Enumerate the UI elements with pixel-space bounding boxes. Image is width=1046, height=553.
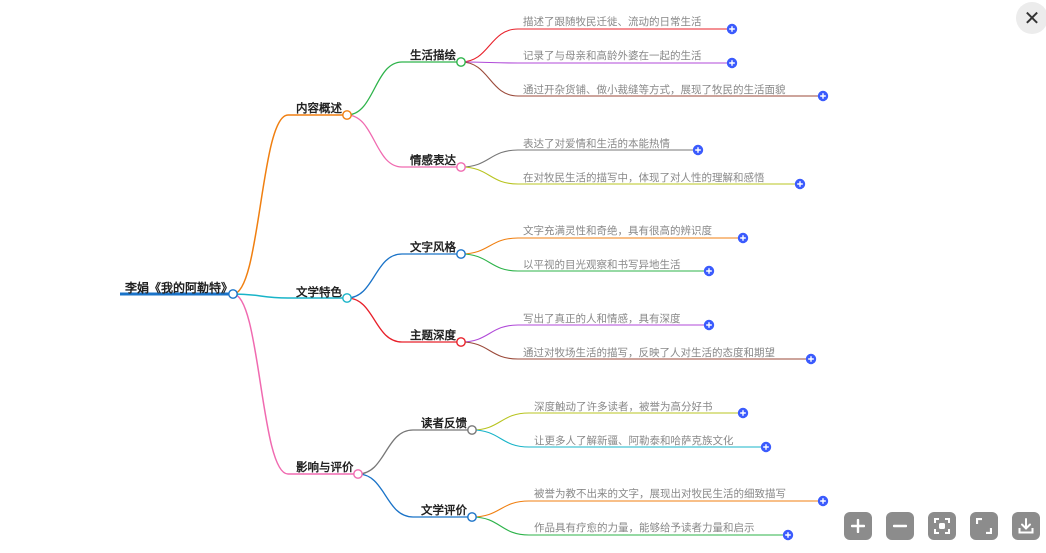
subbranch-connector — [346, 61, 403, 116]
leaf-connector — [460, 324, 519, 343]
leaf-connector — [460, 61, 519, 64]
close-button[interactable]: ✕ — [1016, 2, 1046, 34]
subbranch-node-label: 文字风格 — [410, 240, 456, 254]
plus-icon — [808, 356, 814, 362]
leaf-node-label: 让更多人了解新疆、阿勒泰和哈萨克族文化 — [534, 434, 734, 447]
subbranch-node-label: 主题深度 — [410, 328, 456, 342]
plus-icon — [740, 235, 746, 241]
leaf-connector — [471, 429, 530, 448]
subbranch-connector — [346, 297, 403, 343]
branch-connector — [232, 293, 289, 475]
subbranch-connector — [357, 473, 414, 518]
fullscreen-icon — [976, 518, 992, 534]
plus-icon — [785, 532, 791, 538]
root-node-label: 李娟《我的阿勒特》 — [124, 280, 233, 295]
subbranch-connector — [346, 253, 403, 299]
plus-icon — [695, 147, 701, 153]
leaf-connector — [471, 500, 530, 518]
leaf-node-label: 描述了跟随牧民迁徙、流动的日常生活 — [523, 15, 702, 28]
leaf-node-label: 通过开杂货铺、做小裁缝等方式，展现了牧民的生活面貌 — [523, 83, 786, 96]
plus-icon — [820, 93, 826, 99]
subbranch-node-label: 情感表达 — [409, 153, 456, 167]
plus-icon — [797, 181, 803, 187]
branch-node-label: 内容概述 — [296, 101, 342, 115]
fullscreen-button[interactable] — [970, 512, 998, 540]
plus-icon — [763, 444, 769, 450]
subbranch-node-label: 文学评价 — [421, 503, 467, 517]
zoom-toolbar — [844, 512, 1040, 540]
plus-icon — [729, 60, 735, 66]
leaf-node-label: 记录了与母亲和高龄外婆在一起的生活 — [523, 49, 702, 62]
subbranch-node-label: 读者反馈 — [421, 416, 467, 430]
collapse-toggle[interactable] — [456, 57, 466, 67]
subbranch-node-label: 生活描绘 — [410, 48, 456, 62]
leaf-node-label: 被誉为教不出来的文字，展现出对牧民生活的细致描写 — [534, 487, 786, 500]
plus-icon — [706, 268, 712, 274]
zoom-out-button[interactable] — [886, 512, 914, 540]
branch-connector — [232, 114, 289, 295]
subbranch-connector — [357, 429, 414, 475]
plus-icon — [706, 322, 712, 328]
leaf-node-label: 在对牧民生活的描写中，体现了对人性的理解和感悟 — [523, 171, 765, 184]
leaf-node-label: 写出了真正的人和情感，具有深度 — [523, 312, 681, 325]
leaf-connector — [471, 516, 530, 536]
leaf-connector — [460, 253, 519, 272]
focus-icon — [934, 518, 950, 534]
zoom-in-button[interactable] — [844, 512, 872, 540]
branch-connector — [232, 293, 289, 299]
download-icon — [1018, 518, 1034, 534]
collapse-toggle[interactable] — [456, 249, 466, 259]
plus-icon — [729, 26, 735, 32]
fit-view-button[interactable] — [928, 512, 956, 540]
collapse-toggle[interactable] — [456, 337, 466, 347]
subbranch-connector — [346, 114, 403, 168]
branch-node-label: 文学特色 — [296, 285, 342, 299]
collapse-toggle[interactable] — [342, 293, 352, 303]
collapse-toggle[interactable] — [467, 512, 477, 522]
collapse-toggle[interactable] — [228, 289, 238, 299]
leaf-node-label: 深度触动了许多读者，被誉为高分好书 — [534, 400, 713, 413]
leaf-connector — [460, 237, 519, 255]
leaf-node-label: 表达了对爱情和生活的本能热情 — [523, 137, 670, 150]
plus-icon — [851, 519, 865, 533]
leaf-connector — [471, 412, 530, 431]
leaf-connector — [460, 166, 519, 185]
collapse-toggle[interactable] — [467, 425, 477, 435]
leaf-node-label: 通过对牧场生活的描写，反映了人对生活的态度和期望 — [523, 346, 775, 359]
plus-icon — [820, 498, 826, 504]
collapse-toggle[interactable] — [342, 110, 352, 120]
leaf-connector — [460, 149, 519, 168]
collapse-toggle[interactable] — [456, 162, 466, 172]
leaf-connector — [460, 28, 519, 63]
leaf-node-label: 作品具有疗愈的力量，能够给予读者力量和启示 — [534, 521, 755, 534]
leaf-node-label: 文字充满灵性和奇绝，具有很高的辨识度 — [523, 224, 712, 237]
minus-icon — [893, 524, 907, 528]
download-button[interactable] — [1012, 512, 1040, 540]
plus-icon — [740, 410, 746, 416]
branch-node-label: 影响与评价 — [296, 460, 354, 474]
leaf-connector — [460, 341, 519, 360]
leaf-node-label: 以平视的目光观察和书写异地生活 — [523, 258, 681, 271]
collapse-toggle[interactable] — [353, 469, 363, 479]
close-icon: ✕ — [1023, 6, 1041, 30]
leaf-connector — [460, 61, 519, 97]
